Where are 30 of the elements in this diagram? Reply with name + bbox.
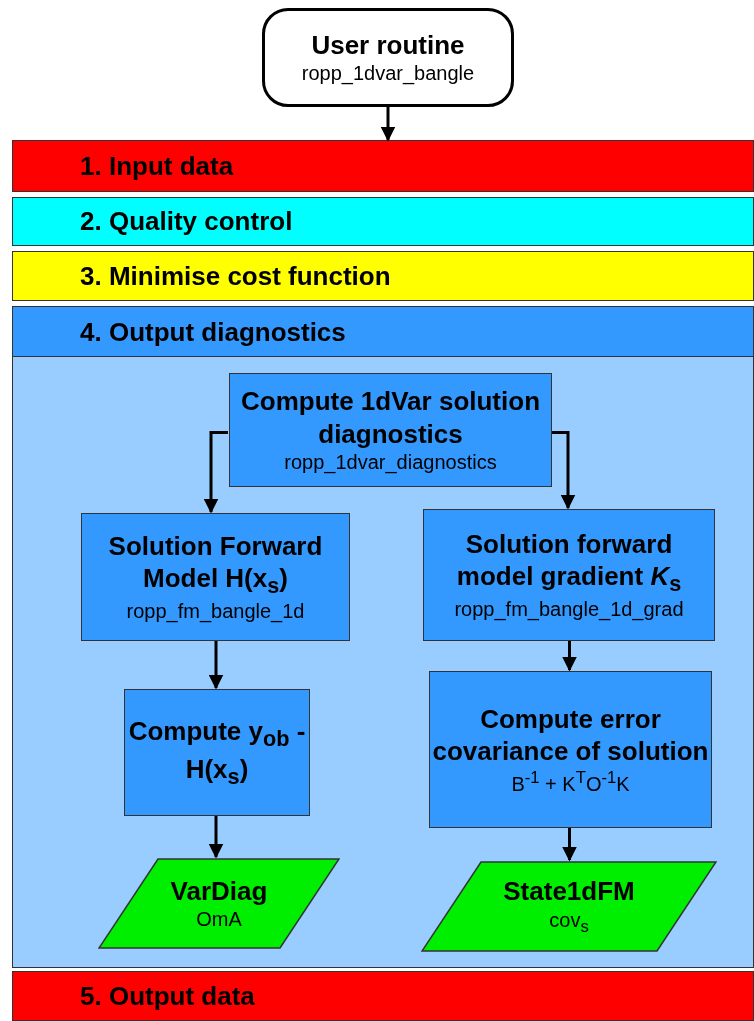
process-box: [124, 689, 310, 816]
node-title: Solution Forward Model H(x$_{s}$): [107, 529, 324, 600]
process-box: [229, 373, 552, 487]
node-title: Compute 1dVar solution diagnostics: [240, 385, 541, 450]
arrow: [208, 640, 224, 690]
stage-heading: 4. Output diagnostics: [13, 307, 753, 357]
node-title: Solution forward model gradient K$_{s}$: [455, 527, 683, 598]
node-subtitle: OmA: [196, 907, 242, 933]
node-title: Compute error covariance of solution: [431, 702, 710, 768]
node-title: User routine: [311, 28, 465, 62]
node-subtitle: ropp_1dvar_bangle: [301, 61, 475, 87]
arrow: [380, 107, 396, 142]
node-subtitle: ropp_fm_bangle_1d: [126, 599, 305, 625]
node-subtitle: B$^{-1}$ + K$^{T}$O$^{-1}$K: [511, 767, 630, 797]
arrow: [208, 815, 224, 859]
node-subtitle: cov$_{s}$: [549, 907, 589, 938]
arrow: [562, 640, 577, 672]
node-title: Compute y$_{ob}$ - H(x$_{s}$): [127, 715, 307, 790]
process-box: [429, 671, 712, 828]
process-box: [423, 509, 715, 641]
process-box: [81, 513, 350, 641]
node-subtitle: ropp_1dvar_diagnostics: [284, 450, 497, 475]
arrow: [551, 430, 576, 510]
node-subtitle: ropp_fm_bangle_1d_grad: [454, 597, 684, 623]
stage-band: [12, 306, 754, 968]
arrow: [562, 827, 577, 862]
node-title: State1dFM: [503, 875, 635, 908]
arrow: [203, 430, 228, 514]
node-title: VarDiag: [170, 874, 268, 908]
start-box: [262, 8, 514, 107]
